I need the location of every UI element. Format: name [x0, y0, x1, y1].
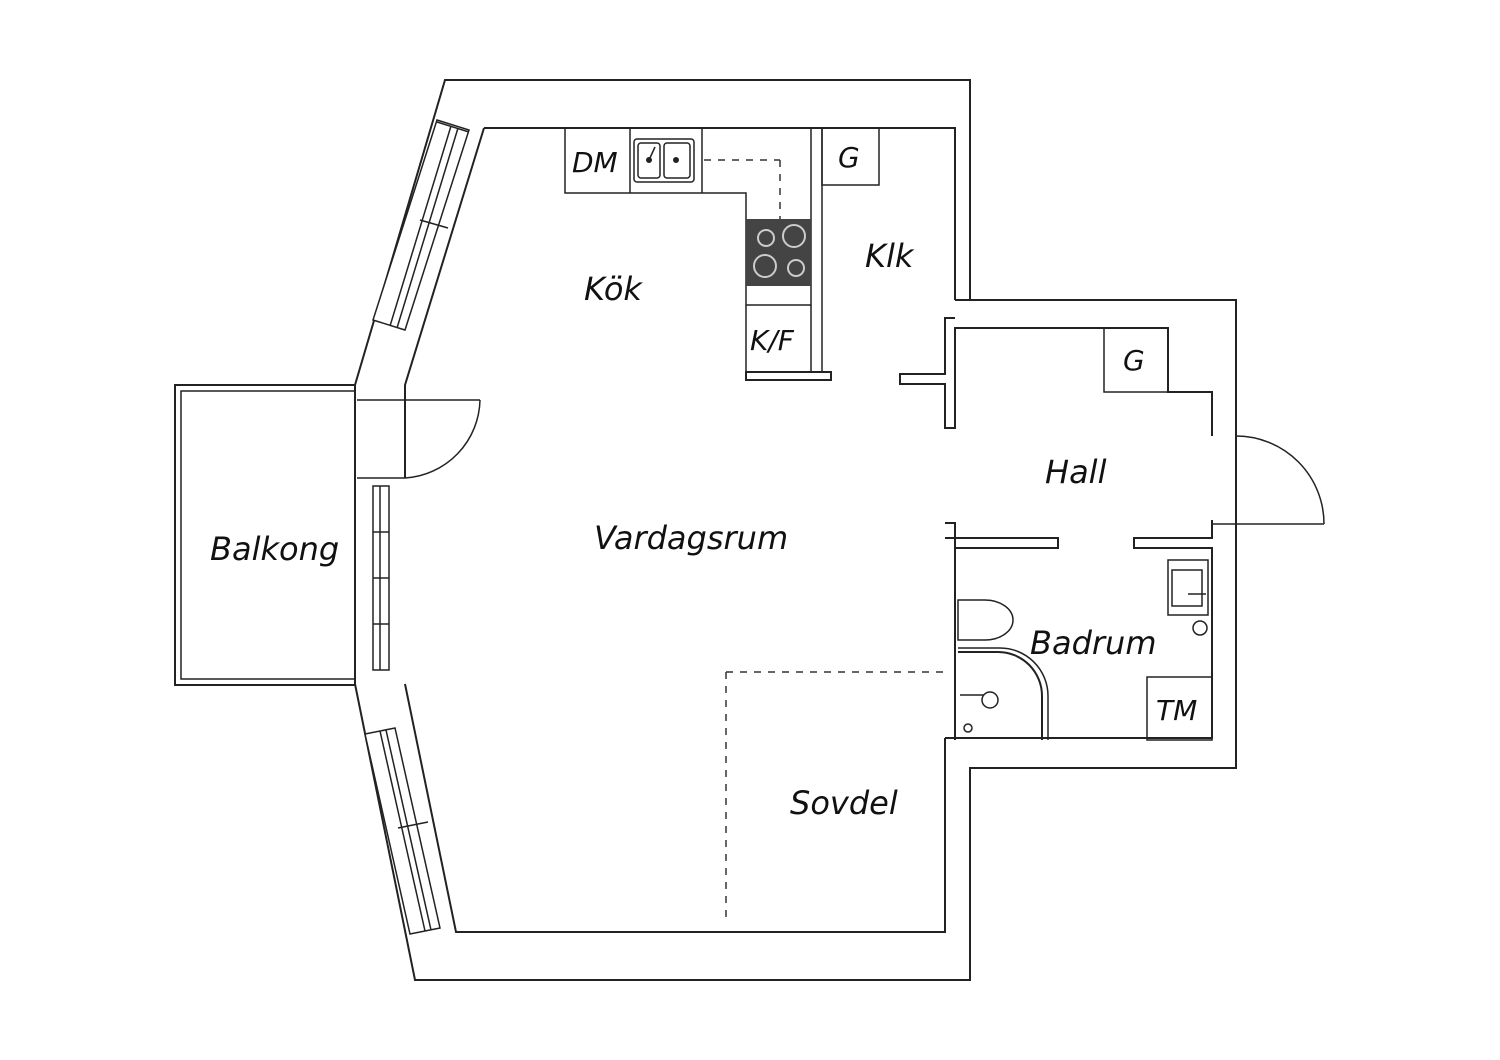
- sleeping-zone-boundary: [725, 671, 945, 920]
- label-kok: Kök: [584, 270, 643, 308]
- balcony: [174, 384, 356, 686]
- label-wardrobe-hall: G: [1123, 344, 1145, 377]
- shower: [958, 647, 1049, 740]
- balcony-door: [357, 399, 481, 479]
- label-washing-machine: TM: [1156, 694, 1197, 727]
- wardrobe-hall: [1103, 327, 1169, 393]
- label-klk: Klk: [865, 237, 915, 275]
- label-hall: Hall: [1045, 453, 1107, 491]
- stove: [746, 219, 811, 286]
- outer-walls: [354, 79, 1237, 981]
- window-bottom-left: [364, 727, 441, 935]
- label-dishwasher: DM: [572, 146, 618, 179]
- label-wardrobe-klk: G: [838, 141, 860, 174]
- wardrobe-klk: [821, 127, 880, 186]
- label-vardagsrum: Vardagsrum: [594, 519, 788, 557]
- label-sovdel: Sovdel: [790, 784, 898, 822]
- label-fridge-freezer: K/F: [750, 324, 795, 357]
- toilet: [957, 599, 1014, 641]
- entrance-door: [1212, 435, 1325, 525]
- bathroom-sink: [1167, 559, 1209, 636]
- kitchen-sink: [633, 138, 695, 183]
- window-left-middle: [372, 485, 390, 671]
- label-badrum: Badrum: [1030, 624, 1156, 662]
- washing-machine: [1146, 676, 1213, 741]
- window-top-left: [372, 119, 470, 331]
- label-balkong: Balkong: [210, 530, 339, 568]
